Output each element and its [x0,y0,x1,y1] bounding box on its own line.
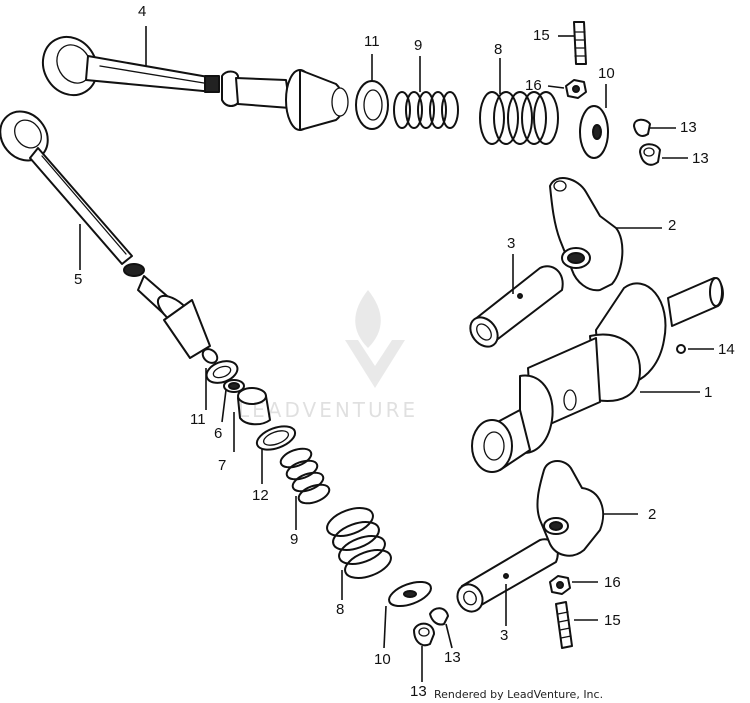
callout-13-upper-a: 13 [680,119,697,136]
cotter-upper-a [633,118,651,137]
rocker-shaft-lower [456,538,559,613]
callout-3-lower: 3 [500,627,509,644]
callout-11-upper: 11 [364,33,380,50]
callout-10-upper: 10 [598,65,615,82]
callout-15-upper: 15 [533,27,550,44]
rocker-arm-lower [536,460,605,557]
dowel-pin [676,344,686,354]
callout-11-lower: 11 [190,411,206,428]
callout-10-lower: 10 [374,651,391,668]
callout-15-lower: 15 [604,612,621,629]
valve-upper [41,35,220,97]
rocker-shaft-upper [469,265,564,348]
adjusting-screw-lower [555,601,573,649]
rocker-arm-upper [549,177,624,292]
callout-13-lower-a: 13 [444,649,461,666]
inner-spring-lower [279,447,331,505]
watermark-text: LEADVENTURE [238,398,419,422]
callout-13-upper-b: 13 [692,150,709,167]
valve-guide-clip [223,379,245,393]
callout-16-lower: 16 [604,574,621,591]
cotter-lower-b [413,622,435,647]
spring-seat [255,425,297,451]
callout-8-upper: 8 [494,41,503,58]
callout-9-upper: 9 [414,37,423,54]
oil-seal-upper [355,80,389,130]
valve-guide-upper [221,69,349,131]
nut-lower [549,575,571,595]
render-credit: Rendered by LeadVenture, Inc. [434,688,604,701]
retainer-upper [579,105,609,159]
callout-6: 6 [214,425,223,442]
callout-7: 7 [218,457,227,474]
outer-spring-upper [479,91,559,145]
valve-lower [0,110,145,277]
callout-13-lower-b: 13 [410,683,427,700]
cotter-upper-b [639,143,661,166]
watermark-logo [345,290,405,388]
callout-2-upper: 2 [668,217,677,234]
camshaft [471,277,724,473]
callout-8-lower: 8 [336,601,345,618]
valve-guide-sleeve [237,387,271,426]
adjusting-screw-upper [573,21,587,65]
callout-4: 4 [138,3,147,20]
callout-14: 14 [718,341,735,358]
callout-16-upper: 16 [525,77,542,94]
callout-12: 12 [252,487,269,504]
callout-1: 1 [704,384,713,401]
retainer-lower [388,580,432,608]
cotter-lower-a [429,607,449,626]
callout-3-upper: 3 [507,235,516,252]
outer-spring-lower [326,507,392,579]
oil-seal-lower [205,360,239,384]
inner-spring-upper [393,91,459,129]
callout-9-lower: 9 [290,531,299,548]
callout-5: 5 [74,271,83,288]
nut-upper [565,79,587,99]
valve-guide-lower [137,275,219,364]
leader-lines [79,26,714,682]
callout-2-lower: 2 [648,506,657,523]
